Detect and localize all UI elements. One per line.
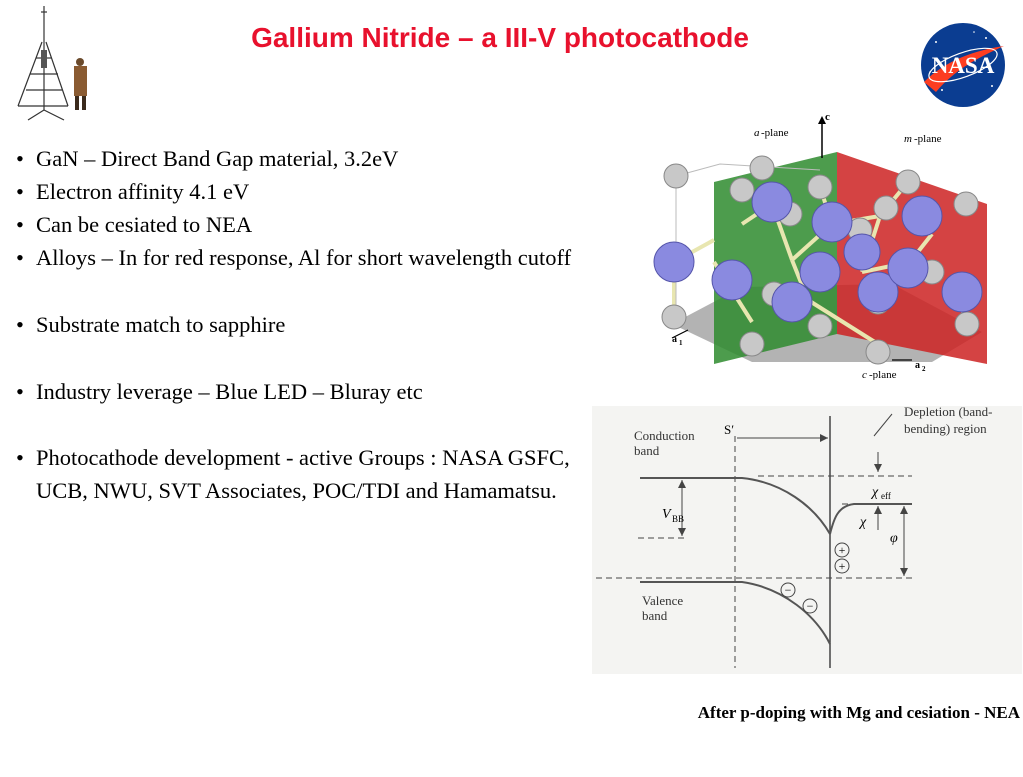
gan-crystal-figure: c a -plane m -plane c -plane a 1 a 2 [653,112,987,380]
bullet-list: GaN – Direct Band Gap material, 3.2eV El… [14,142,574,507]
bullet-item: Can be cesiated to NEA [14,208,574,241]
phi-label: φ [890,531,898,546]
nasa-logo: NASA [921,23,1005,107]
nasa-wordmark: NASA [932,53,995,78]
chi-label: χ [858,515,867,530]
a-plane-label: -plane [761,127,789,139]
m-plane-label-m: m [904,133,912,145]
bullet-item: Alloys – In for red response, Al for sho… [14,241,574,274]
chi-eff-label: χ [870,485,879,500]
m-plane-label: -plane [914,133,942,145]
a1-sub: 1 [679,339,683,347]
valence-band-label-2: band [642,608,668,623]
bullet-item: Electron affinity 4.1 eV [14,175,574,208]
plus-charge: + [839,543,846,557]
conduction-band-label: Conduction [634,428,695,443]
a-plane-label-a: a [754,127,760,139]
rocket-figure-icon [17,6,87,121]
a2-label: a [915,360,920,371]
depletion-label: Depletion (band- [904,406,992,419]
a2-sub: 2 [922,365,926,373]
valence-band-label: Valence [642,593,683,608]
s-prime-label: S′ [724,422,734,437]
bullet-item: GaN – Direct Band Gap material, 3.2eV [14,142,574,175]
c-plane-label: -plane [869,369,897,380]
plus-charge: + [839,559,846,573]
chi-eff-sub: eff [881,491,891,501]
vbb-label: V [662,507,672,522]
minus-charge: − [785,583,792,597]
band-diagram: + + − − S′ Depletion (band- bending) reg… [592,406,1022,674]
c-axis-label: c [825,112,830,123]
minus-charge: − [807,599,814,613]
slide-title: Gallium Nitride – a III-V photocathode [251,22,749,53]
depletion-label-2: bending) region [904,421,987,436]
vbb-sub: BB [672,514,684,524]
bullet-item: Industry leverage – Blue LED – Bluray et… [14,375,574,408]
conduction-band-label-2: band [634,443,660,458]
bullet-item: Substrate match to sapphire [14,308,574,341]
a1-label: a [672,334,677,345]
c-plane-label-c: c [862,369,867,380]
bullet-item: Photocathode development - active Groups… [14,441,574,507]
figure-caption: After p-doping with Mg and cesiation - N… [697,703,1020,722]
